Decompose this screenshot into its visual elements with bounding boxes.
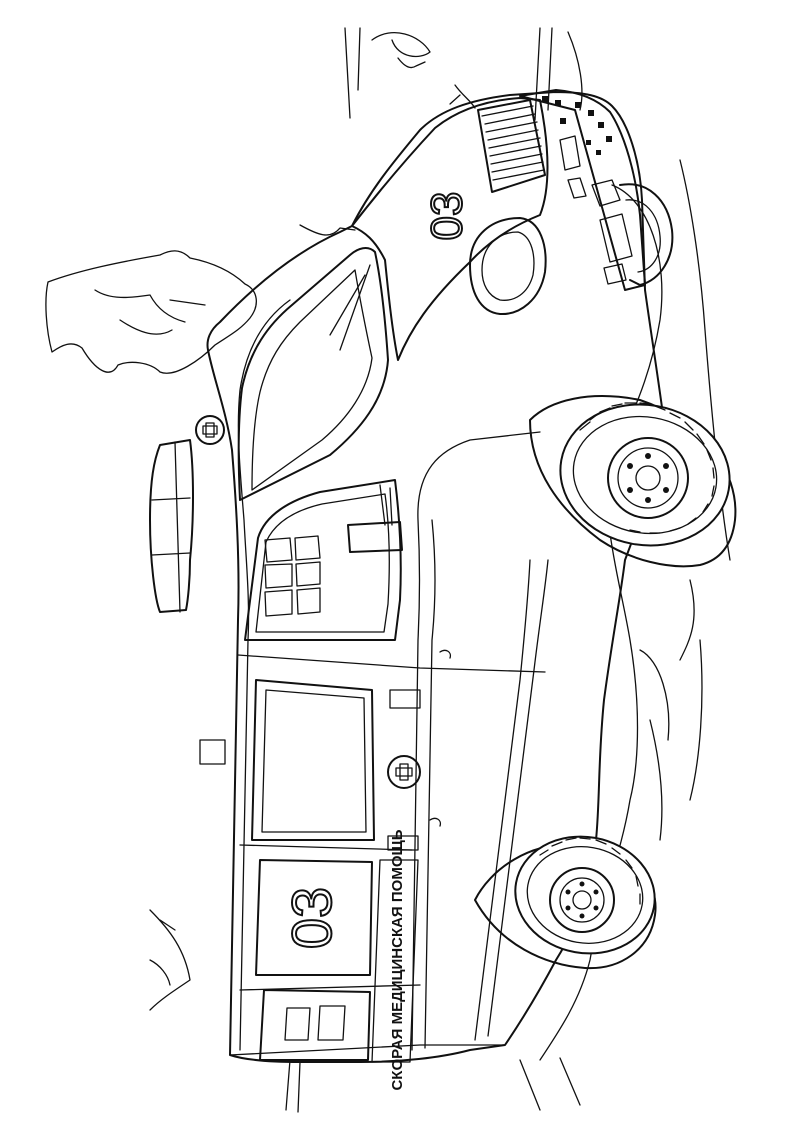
rear-number-panel: [255, 859, 373, 976]
hood-number: 03: [423, 192, 472, 241]
rear-window: [259, 989, 371, 1061]
front-bumper: [519, 89, 646, 291]
side-number: 03: [280, 887, 343, 949]
background-scenery: [45, 27, 731, 1113]
cross-emblem-roof: [195, 415, 225, 445]
van-body: [206, 91, 667, 1063]
rear-wheel: [474, 835, 657, 970]
side-mirror: [347, 484, 403, 553]
side-window: [251, 679, 375, 841]
windshield: [237, 247, 389, 501]
front-wheel: [529, 395, 737, 568]
door-handles: [199, 649, 452, 851]
cross-emblem-side: [387, 755, 421, 789]
hood: [351, 97, 549, 361]
far-front-wheel: [619, 183, 674, 286]
side-lettering: СКОРАЯ МЕДИЦИНСКАЯ ПОМОЩЬ: [389, 829, 406, 1090]
headlight: [469, 217, 547, 316]
roof-lightbar: [149, 439, 194, 613]
cab-window: [244, 479, 402, 641]
lettering-stripe: [371, 859, 419, 1063]
